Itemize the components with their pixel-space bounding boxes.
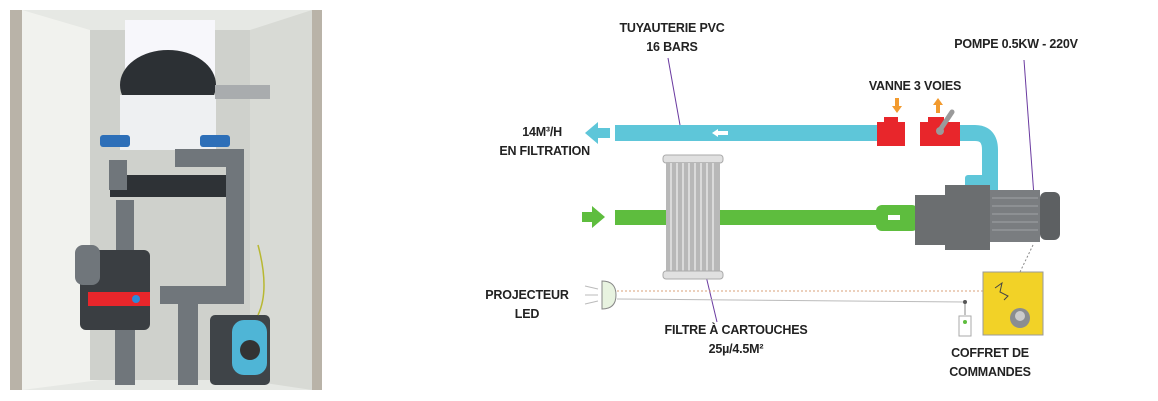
control-box <box>982 271 1044 336</box>
arrow-up-icon <box>933 98 943 113</box>
filtration-unit-photo <box>10 10 322 390</box>
inflow-arrow-icon <box>582 206 605 228</box>
outflow-arrow-icon <box>585 122 610 144</box>
arrow-down-icon <box>892 98 902 113</box>
valve-label: VANNE 3 VOIES <box>868 79 962 93</box>
cartridge-filter <box>662 154 724 280</box>
pump <box>915 185 1060 250</box>
lightning-icon <box>994 281 1009 301</box>
return-pipe <box>582 205 918 231</box>
three-way-valve <box>877 98 960 146</box>
pump-label: POMPE 0.5KW - 220V <box>954 37 1078 51</box>
led-projector <box>584 280 617 310</box>
switch-icon <box>958 315 972 337</box>
